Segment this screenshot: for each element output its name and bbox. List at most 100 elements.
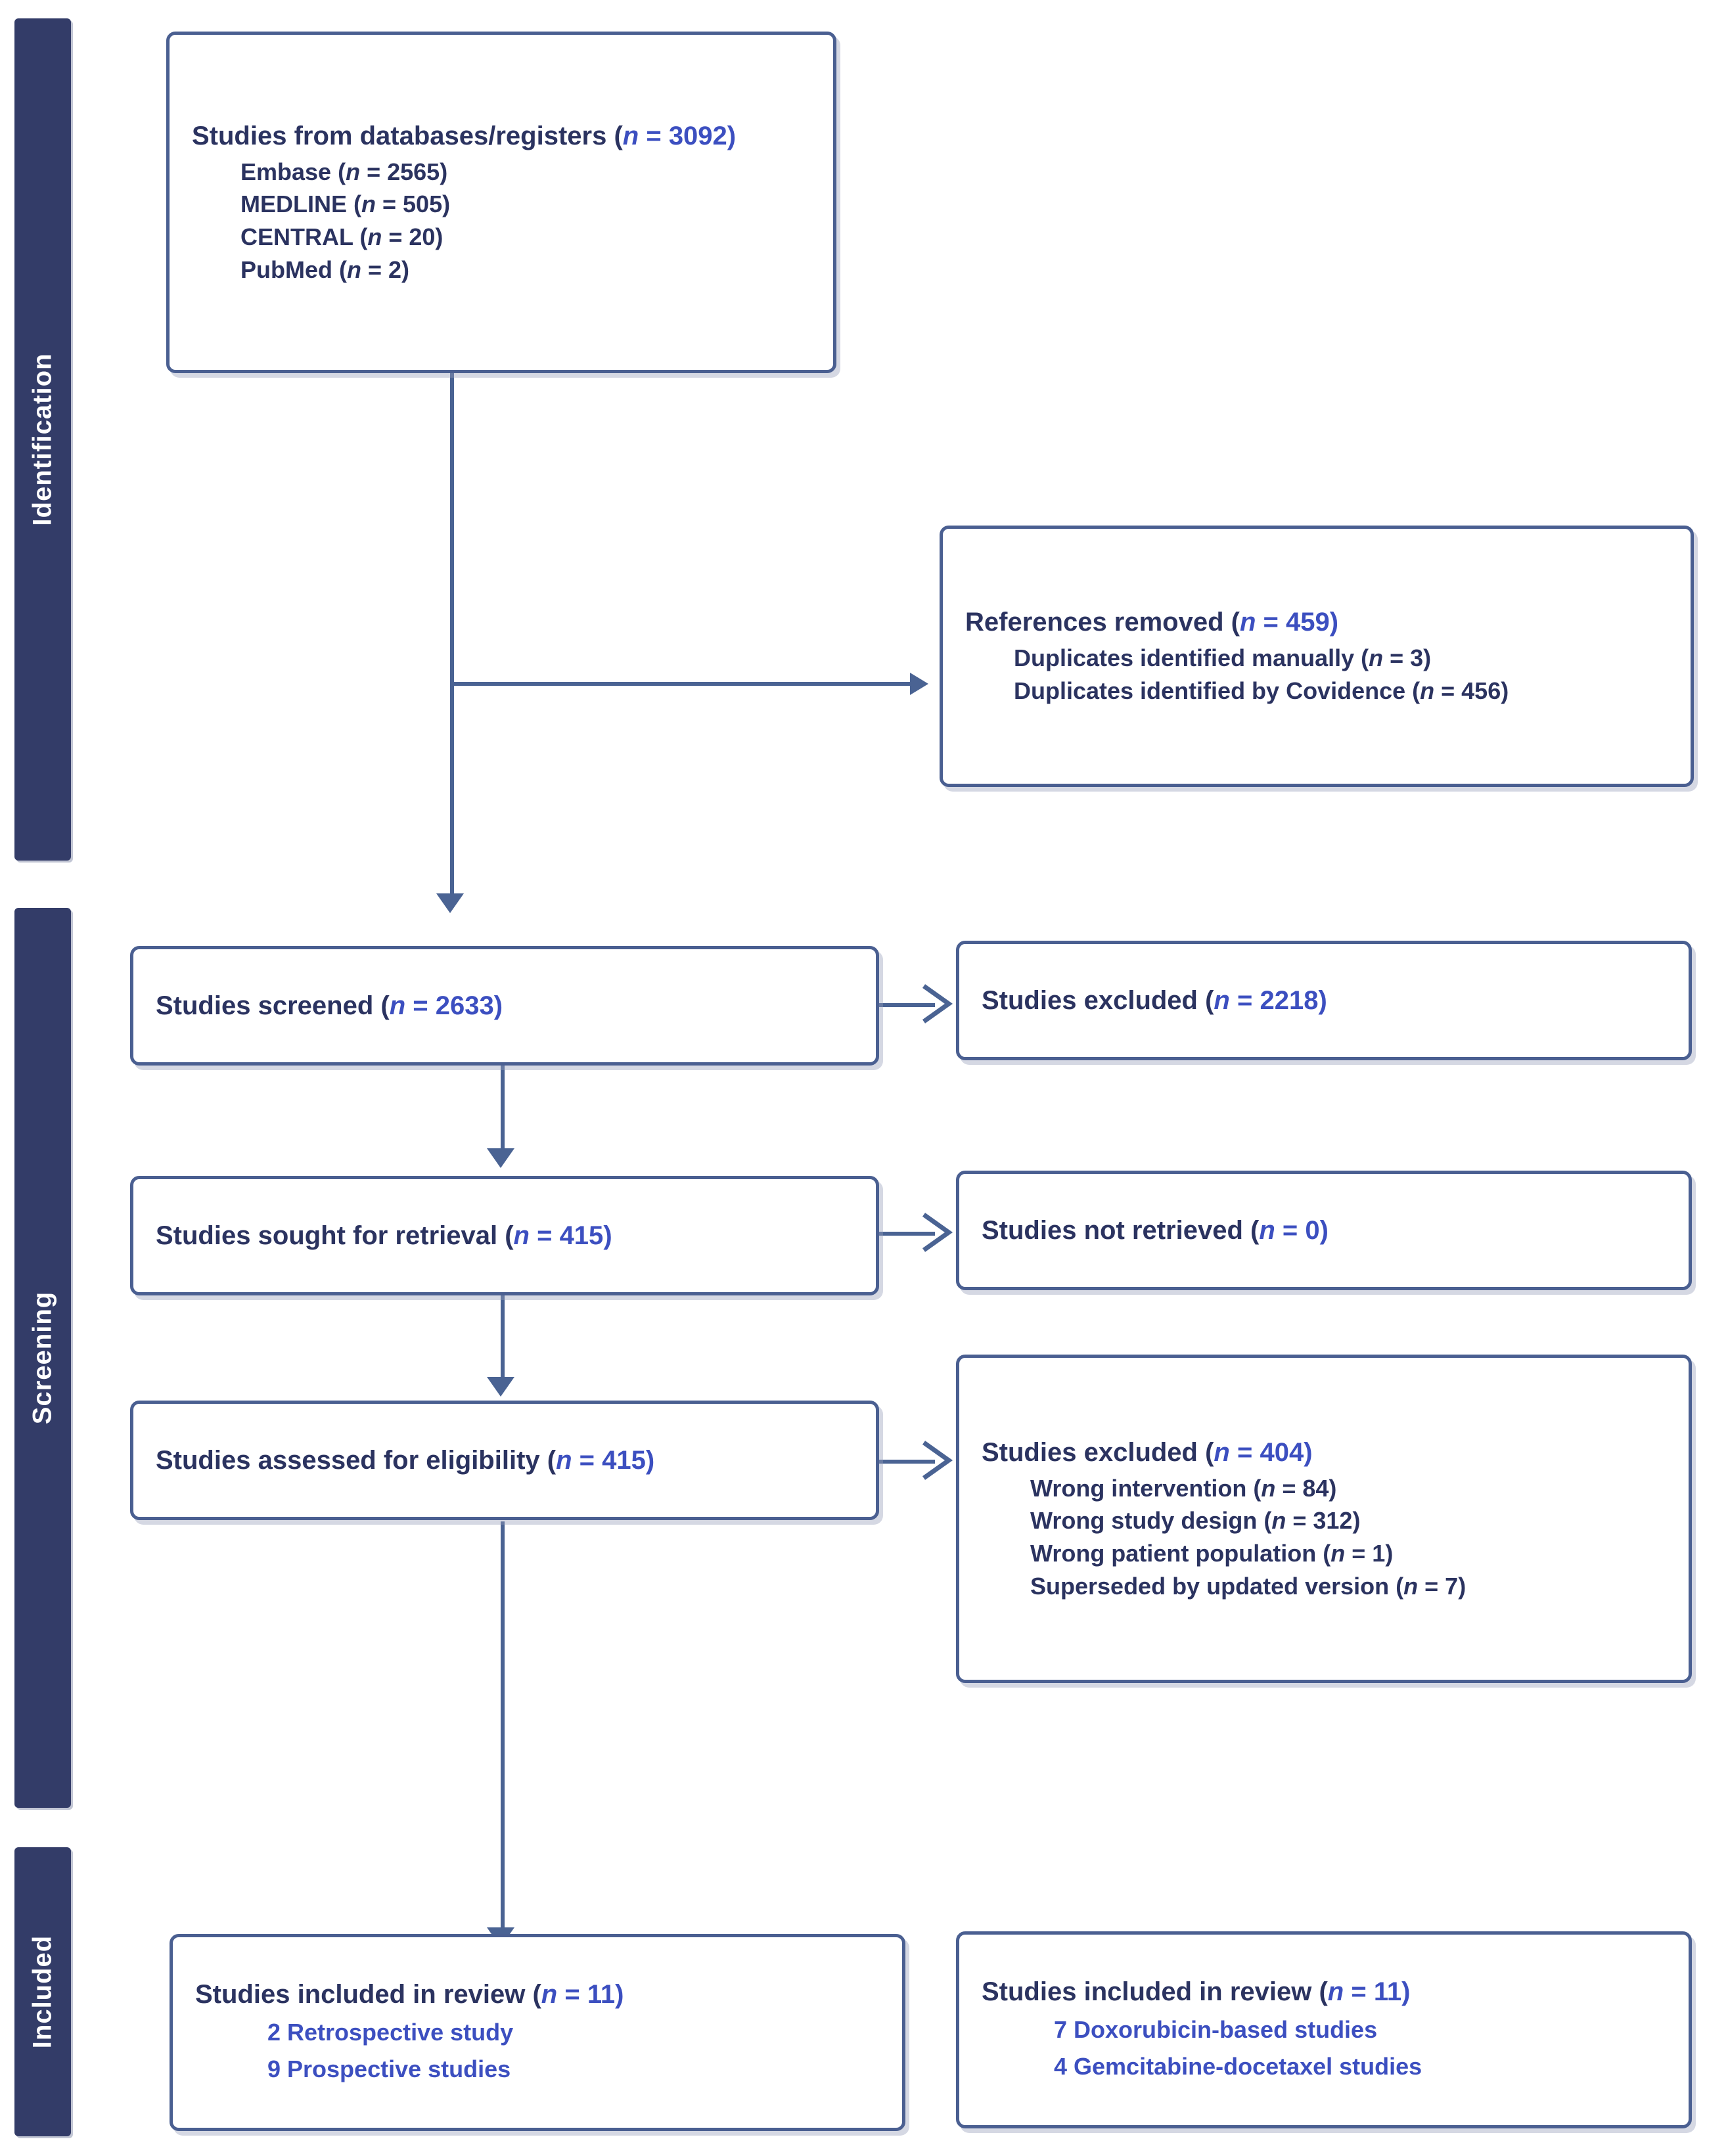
- reason-eq: =: [1286, 1507, 1313, 1535]
- list-item: Duplicates identified manually (n = 3): [965, 642, 1668, 675]
- included-left-title: Studies included in review (n = 11): [195, 1977, 880, 2011]
- source-close: ): [442, 191, 451, 218]
- studies-screened-title-text: Studies screened (: [156, 991, 390, 1020]
- reason-value: 456: [1461, 677, 1501, 704]
- source-value: 505: [403, 191, 443, 218]
- arrowhead-to-assessed: [487, 1377, 514, 1397]
- included-right-title-text: Studies included in review (: [982, 1977, 1328, 2007]
- reason-name: Wrong patient population (: [1030, 1540, 1331, 1567]
- arrowhead-sought-notretrieved: [922, 1213, 953, 1252]
- node-studies-assessed-for-eligibility: Studies assessed for eligibility (n = 41…: [130, 1401, 879, 1520]
- reason-name: Superseded by updated version (: [1030, 1572, 1404, 1600]
- reason-value: 7: [1445, 1572, 1459, 1600]
- studies-screened-title: Studies screened (n = 2633): [156, 989, 853, 1023]
- source-eq: =: [360, 158, 388, 185]
- studies-sought-title-text: Studies sought for retrieval (: [156, 1221, 514, 1250]
- included-left-close: ): [615, 1980, 624, 2010]
- list-item: Wrong patient population (n = 1): [982, 1537, 1666, 1570]
- reason-n: n: [1403, 1572, 1419, 1600]
- source-eq: =: [376, 191, 403, 218]
- source-name: PubMed (: [240, 256, 347, 283]
- list-item: MEDLINE (n = 505): [192, 188, 811, 221]
- studies-assessed-title-text: Studies assessed for eligibility (: [156, 1446, 557, 1475]
- reason-eq: =: [1383, 644, 1411, 672]
- studies-sought-close: ): [603, 1221, 612, 1250]
- reason-eq: =: [1275, 1474, 1303, 1502]
- source-name: CENTRAL (: [240, 223, 368, 250]
- reason-n: n: [1261, 1474, 1276, 1502]
- studies-excluded-screening-title: Studies excluded (n = 2218): [982, 983, 1666, 1018]
- reason-n: n: [1271, 1507, 1286, 1535]
- records-identified-value: 3092: [668, 121, 727, 150]
- connector-identification-trunk: [450, 373, 454, 899]
- connector-to-references-removed: [450, 682, 910, 686]
- studies-sought-n-symbol: n: [513, 1221, 530, 1250]
- references-removed-n-symbol: n: [1239, 608, 1256, 637]
- reason-close: ): [1458, 1572, 1467, 1600]
- studies-excluded-eligibility-value: 404: [1260, 1437, 1304, 1467]
- phase-label-included: Included: [28, 1935, 57, 2049]
- source-close: ): [440, 158, 448, 185]
- included-left-value: 11: [587, 1980, 616, 2010]
- studies-not-retrieved-n-symbol: n: [1259, 1216, 1275, 1245]
- studies-excluded-eligibility-reason-list: Wrong intervention (n = 84) Wrong study …: [982, 1472, 1666, 1603]
- studies-assessed-value: 415: [602, 1446, 646, 1475]
- studies-excluded-eligibility-eq: =: [1229, 1437, 1260, 1467]
- phase-bar-included: Included: [14, 1847, 71, 2136]
- node-studies-screened: Studies screened (n = 2633): [130, 946, 879, 1066]
- studies-assessed-eq: =: [572, 1446, 603, 1475]
- included-right-close: ): [1401, 1977, 1411, 2007]
- node-studies-excluded-screening: Studies excluded (n = 2218): [956, 941, 1692, 1060]
- node-studies-excluded-eligibility: Studies excluded (n = 404) Wrong interve…: [956, 1355, 1692, 1683]
- studies-excluded-eligibility-n-symbol: n: [1214, 1437, 1230, 1467]
- arrowhead-to-screened: [436, 893, 464, 913]
- reason-close: ): [1423, 644, 1432, 672]
- node-studies-not-retrieved: Studies not retrieved (n = 0): [956, 1171, 1692, 1290]
- source-n: n: [361, 191, 376, 218]
- connector-sought-to-assessed: [501, 1294, 505, 1380]
- node-studies-included-review-right: Studies included in review (n = 11) 7 Do…: [956, 1931, 1692, 2128]
- studies-not-retrieved-title: Studies not retrieved (n = 0): [982, 1213, 1666, 1247]
- included-left-breakdown-list: 2 Retrospective study 9 Prospective stud…: [195, 2014, 880, 2088]
- studies-sought-value: 415: [559, 1221, 604, 1250]
- included-right-n-symbol: n: [1327, 1977, 1344, 2007]
- source-eq: =: [361, 256, 389, 283]
- references-removed-value: 459: [1286, 608, 1330, 637]
- list-item: Wrong intervention (n = 84): [982, 1472, 1666, 1505]
- connector-assessed-to-excluded: [877, 1460, 935, 1464]
- included-left-n-symbol: n: [541, 1980, 558, 2010]
- source-value: 2: [388, 256, 402, 283]
- records-identified-close: ): [727, 121, 737, 150]
- list-item: 9 Prospective studies: [267, 2055, 511, 2082]
- connector-screened-to-excluded: [877, 1003, 935, 1007]
- studies-sought-eq: =: [529, 1221, 560, 1250]
- studies-screened-eq: =: [405, 991, 436, 1020]
- studies-not-retrieved-title-text: Studies not retrieved (: [982, 1216, 1260, 1245]
- source-value: 2565: [387, 158, 440, 185]
- studies-excluded-eligibility-title: Studies excluded (n = 404): [982, 1435, 1666, 1470]
- reason-eq: =: [1418, 1572, 1445, 1600]
- connector-screened-to-sought: [501, 1066, 505, 1151]
- reason-n: n: [1420, 677, 1435, 704]
- reason-n: n: [1330, 1540, 1346, 1567]
- reason-name: Duplicates identified manually (: [1014, 644, 1369, 672]
- list-item: 2 Retrospective study: [267, 2019, 514, 2046]
- studies-excluded-screening-eq: =: [1229, 986, 1260, 1015]
- phase-label-screening: Screening: [28, 1291, 57, 1425]
- node-records-identified: Studies from databases/registers (n = 30…: [166, 32, 836, 373]
- studies-assessed-title: Studies assessed for eligibility (n = 41…: [156, 1443, 853, 1477]
- list-item: Duplicates identified by Covidence (n = …: [965, 675, 1668, 707]
- studies-excluded-eligibility-close: ): [1304, 1437, 1313, 1467]
- arrowhead-assessed-excluded: [922, 1441, 953, 1480]
- phase-bar-screening: Screening: [14, 908, 71, 1808]
- studies-sought-title: Studies sought for retrieval (n = 415): [156, 1219, 853, 1253]
- source-name: MEDLINE (: [240, 191, 361, 218]
- source-name: Embase (: [240, 158, 346, 185]
- source-n: n: [346, 256, 361, 283]
- records-identified-title: Studies from databases/registers (n = 30…: [192, 119, 811, 153]
- reason-value: 3: [1410, 644, 1424, 672]
- included-right-value: 11: [1373, 1977, 1402, 2007]
- node-studies-sought-for-retrieval: Studies sought for retrieval (n = 415): [130, 1176, 879, 1295]
- reason-name: Wrong intervention (: [1030, 1474, 1262, 1502]
- included-right-eq: =: [1344, 1977, 1374, 2007]
